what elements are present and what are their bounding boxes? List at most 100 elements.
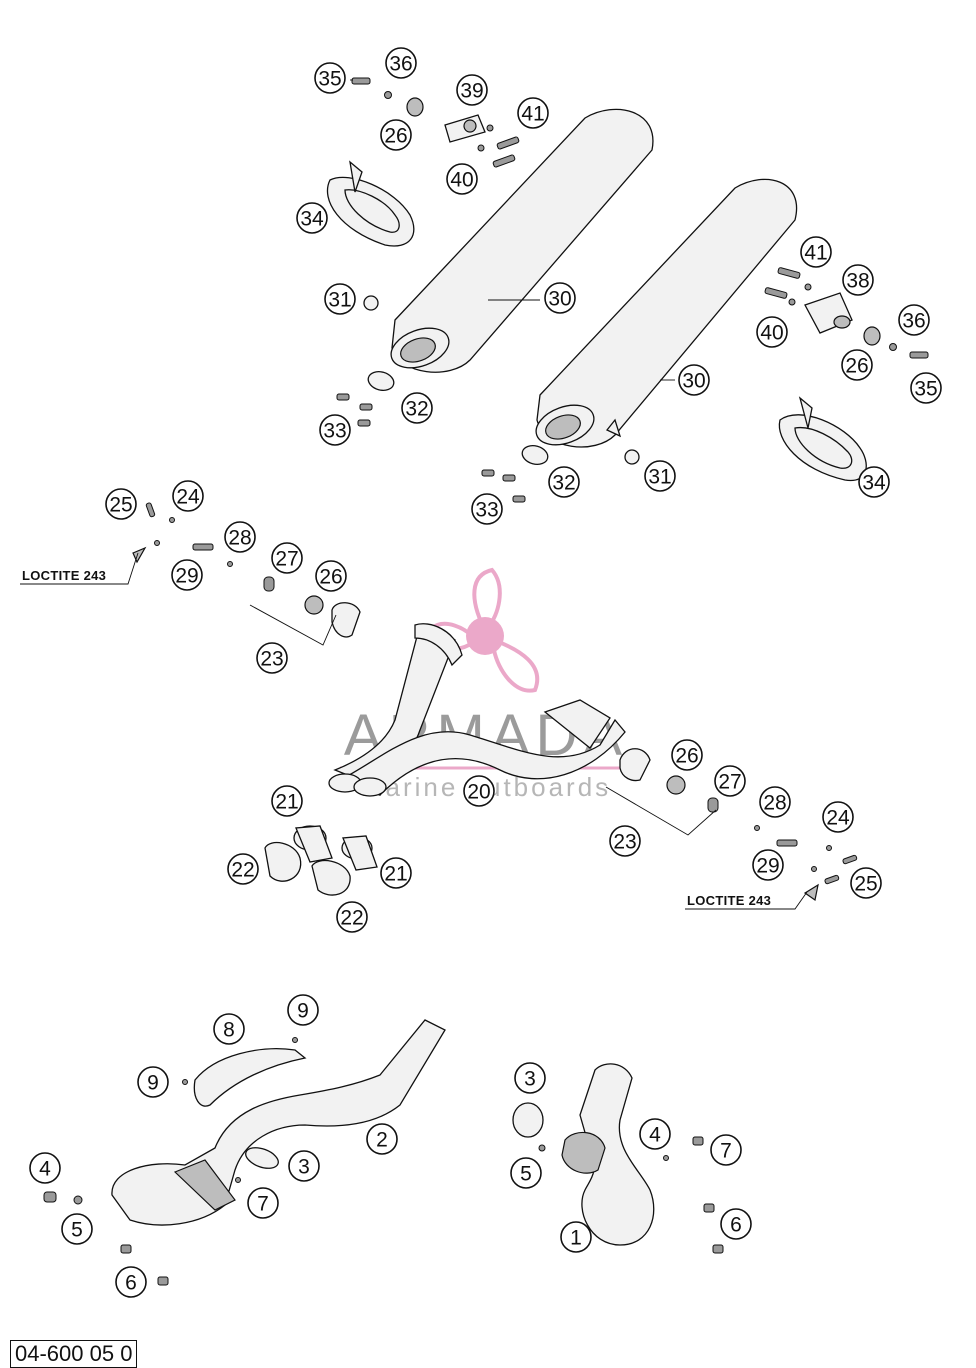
callout-part-30: 30 xyxy=(544,282,576,314)
callout-label: 24 xyxy=(176,486,200,509)
callout-part-7: 7 xyxy=(247,1187,279,1219)
header-pipe-1 xyxy=(512,1063,724,1254)
callout-ring xyxy=(296,202,328,234)
callout-label: 32 xyxy=(405,398,428,421)
callout-ring xyxy=(137,1066,169,1098)
callout-ring xyxy=(463,775,495,807)
muffler-clamp-right xyxy=(778,396,867,482)
muffler-clamp-left xyxy=(326,160,415,247)
callout-label: 27 xyxy=(275,548,298,571)
callout-part-28: 28 xyxy=(759,786,791,818)
callout-label: 3 xyxy=(298,1156,310,1179)
hardware-right xyxy=(481,267,929,503)
callout-label: 8 xyxy=(223,1019,235,1042)
callout-part-39: 39 xyxy=(456,74,488,106)
callout-part-25: 25 xyxy=(105,488,137,520)
callout-label: 6 xyxy=(125,1272,137,1295)
muffler-right xyxy=(535,178,798,448)
callout-part-32: 32 xyxy=(548,466,580,498)
callout-ring xyxy=(319,414,351,446)
callout-label: 39 xyxy=(460,80,483,103)
callout-part-36: 36 xyxy=(385,47,417,79)
callout-ring xyxy=(644,460,676,492)
callout-part-23: 23 xyxy=(256,642,288,674)
callout-part-3: 3 xyxy=(288,1150,320,1182)
callout-ring xyxy=(336,901,368,933)
callout-part-38: 38 xyxy=(842,264,874,296)
callout-part-21: 21 xyxy=(271,785,303,817)
callout-label: 32 xyxy=(552,472,575,495)
callout-ring xyxy=(544,282,576,314)
callout-part-40: 40 xyxy=(756,316,788,348)
header-pipe-2 xyxy=(43,1019,446,1286)
callout-part-2: 2 xyxy=(366,1123,398,1155)
callout-part-26: 26 xyxy=(380,119,412,151)
callout-label: 25 xyxy=(854,873,877,896)
callout-part-34: 34 xyxy=(296,202,328,234)
callout-label: 34 xyxy=(862,472,886,495)
callout-label: 31 xyxy=(648,466,671,489)
callout-ring xyxy=(471,493,503,525)
callout-label: 29 xyxy=(175,565,198,588)
loctite-note-left: LOCTITE 243 xyxy=(20,552,139,585)
callout-ring xyxy=(560,1221,592,1253)
callout-part-6: 6 xyxy=(720,1208,752,1240)
callout-part-23: 23 xyxy=(609,825,641,857)
callout-part-28: 28 xyxy=(224,521,256,553)
callout-ring xyxy=(671,739,703,771)
callout-ring xyxy=(609,825,641,857)
callout-ring xyxy=(213,1013,245,1045)
callout-ring xyxy=(227,853,259,885)
callout-part-35: 35 xyxy=(314,62,346,94)
callout-ring xyxy=(115,1266,147,1298)
callout-ring xyxy=(61,1213,93,1245)
callout-ring xyxy=(271,542,303,574)
callout-label: 38 xyxy=(846,270,869,293)
callout-ring xyxy=(714,765,746,797)
callout-label: 24 xyxy=(826,807,850,830)
callout-part-26: 26 xyxy=(315,560,347,592)
callout-part-26: 26 xyxy=(841,349,873,381)
callout-part-33: 33 xyxy=(471,493,503,525)
callout-part-7: 7 xyxy=(710,1134,742,1166)
callout-ring xyxy=(548,466,580,498)
propeller-hub-icon xyxy=(466,617,504,655)
hardware-mid-left xyxy=(132,502,361,646)
callout-part-35: 35 xyxy=(910,372,942,404)
callout-ring xyxy=(910,372,942,404)
callout-ring xyxy=(247,1187,279,1219)
diagram-code: 04-600 05 0 xyxy=(10,1340,138,1368)
callout-label: 26 xyxy=(845,355,868,378)
callout-label: 25 xyxy=(109,494,132,517)
callout-label: 21 xyxy=(275,791,298,814)
callout-label: 7 xyxy=(720,1140,732,1163)
callout-label: 9 xyxy=(147,1072,159,1095)
callout-part-33: 33 xyxy=(319,414,351,446)
callout-ring xyxy=(800,236,832,268)
callout-ring xyxy=(401,392,433,424)
hardware-mid-right xyxy=(605,748,858,902)
callout-label: 2 xyxy=(376,1129,388,1152)
callout-label: 26 xyxy=(319,566,342,589)
callout-ring xyxy=(315,560,347,592)
callout-part-5: 5 xyxy=(510,1157,542,1189)
callout-label: 41 xyxy=(521,103,544,126)
muffler-left xyxy=(390,108,654,373)
callout-label: 35 xyxy=(914,378,937,401)
callout-ring xyxy=(850,867,882,899)
callout-ring xyxy=(514,1062,546,1094)
callout-label: 35 xyxy=(318,68,341,91)
callout-part-8: 8 xyxy=(213,1013,245,1045)
callout-ring xyxy=(720,1208,752,1240)
callout-ring xyxy=(710,1134,742,1166)
callout-part-26: 26 xyxy=(671,739,703,771)
callout-ring xyxy=(510,1157,542,1189)
callout-part-1: 1 xyxy=(560,1221,592,1253)
callout-ring xyxy=(639,1118,671,1150)
callout-part-24: 24 xyxy=(172,480,204,512)
callout-label: 33 xyxy=(475,499,498,522)
callout-part-20: 20 xyxy=(463,775,495,807)
callout-ring xyxy=(224,521,256,553)
callout-ring xyxy=(288,1150,320,1182)
